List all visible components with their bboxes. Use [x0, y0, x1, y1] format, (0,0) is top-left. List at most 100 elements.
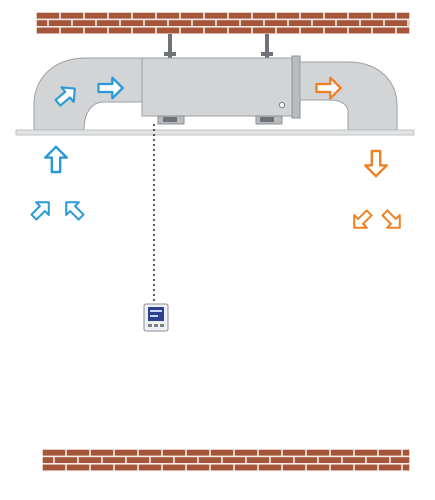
brick: [132, 27, 156, 34]
brick: [36, 12, 60, 19]
brick: [372, 12, 396, 19]
brick: [324, 12, 348, 19]
blue-arrow-icon: [97, 76, 124, 100]
blue-arrow-icon: [54, 86, 76, 107]
blue-arrow-icon: [30, 201, 50, 221]
brick: [372, 27, 396, 34]
ceiling-brick-wall-icon: [36, 12, 410, 35]
brick: [60, 27, 84, 34]
ventilation-duct-unit-icon: [33, 55, 398, 131]
brick: [228, 27, 252, 34]
brick: [276, 27, 300, 34]
brick: [294, 457, 318, 463]
brick: [264, 20, 288, 26]
brick: [66, 449, 90, 456]
brick: [114, 449, 138, 456]
brick: [258, 464, 282, 471]
brick: [192, 20, 216, 26]
brick: [348, 12, 372, 19]
brick: [252, 12, 276, 19]
brick: [378, 449, 402, 456]
brick: [42, 449, 66, 456]
controller-button: [154, 324, 158, 327]
brick: [90, 449, 114, 456]
brick: [66, 464, 90, 471]
controller-button: [148, 324, 152, 327]
brick: [102, 457, 126, 463]
controller-screen-line: [150, 315, 158, 317]
main-unit-body: [141, 57, 299, 117]
brick: [150, 457, 174, 463]
rod-nut-left-top: [164, 52, 176, 56]
brick: [306, 464, 330, 471]
brick: [108, 27, 132, 34]
brick: [90, 464, 114, 471]
brick: [126, 457, 150, 463]
brick: [84, 27, 108, 34]
brick: [174, 457, 198, 463]
controller-screen-line: [150, 310, 162, 312]
brick: [132, 12, 156, 19]
brick: [360, 20, 384, 26]
orange-arrow-icon: [353, 209, 373, 229]
brick: [60, 12, 84, 19]
controller-button: [160, 324, 164, 327]
brick: [288, 20, 312, 26]
brick: [390, 457, 410, 463]
brick: [144, 20, 168, 26]
exhaust-air-arrows: [315, 76, 401, 229]
wall-controller-icon: [143, 303, 169, 332]
brick: [270, 457, 294, 463]
brick: [96, 20, 120, 26]
right-elbow-duct: [299, 61, 398, 131]
brick: [378, 464, 402, 471]
rod-nut-right-bottom: [260, 117, 274, 122]
brick: [54, 457, 78, 463]
brick: [228, 12, 252, 19]
brick: [324, 27, 348, 34]
brick: [402, 449, 410, 456]
brick: [78, 457, 102, 463]
brick: [354, 449, 378, 456]
brick: [234, 464, 258, 471]
brick: [318, 457, 342, 463]
brick: [300, 27, 324, 34]
brick: [108, 12, 132, 19]
brick: [180, 27, 204, 34]
brick: [36, 20, 48, 26]
brick: [276, 12, 300, 19]
brick: [366, 457, 390, 463]
rod-nut-left-bottom: [163, 117, 177, 122]
brick: [216, 20, 240, 26]
brick: [186, 449, 210, 456]
brick: [282, 464, 306, 471]
unit-port-icon: [278, 101, 286, 109]
brick: [198, 457, 222, 463]
orange-arrow-icon: [315, 76, 342, 100]
brick: [396, 27, 410, 34]
brick: [138, 449, 162, 456]
blue-arrow-icon: [65, 201, 85, 221]
brick: [384, 20, 408, 26]
brick: [204, 12, 228, 19]
brick: [120, 20, 144, 26]
brick: [342, 457, 366, 463]
brick: [234, 449, 258, 456]
brick: [402, 464, 410, 471]
brick: [36, 27, 60, 34]
brick: [354, 464, 378, 471]
brick: [210, 449, 234, 456]
suspended-ceiling-panel: [15, 129, 415, 136]
brick: [180, 12, 204, 19]
rod-nut-right-top: [261, 52, 273, 56]
brick: [252, 27, 276, 34]
unit-end-flange: [291, 55, 301, 119]
brick: [336, 20, 360, 26]
brick: [186, 464, 210, 471]
brick: [48, 20, 72, 26]
brick: [72, 20, 96, 26]
brick: [168, 20, 192, 26]
brick: [396, 12, 410, 19]
brick: [222, 457, 246, 463]
